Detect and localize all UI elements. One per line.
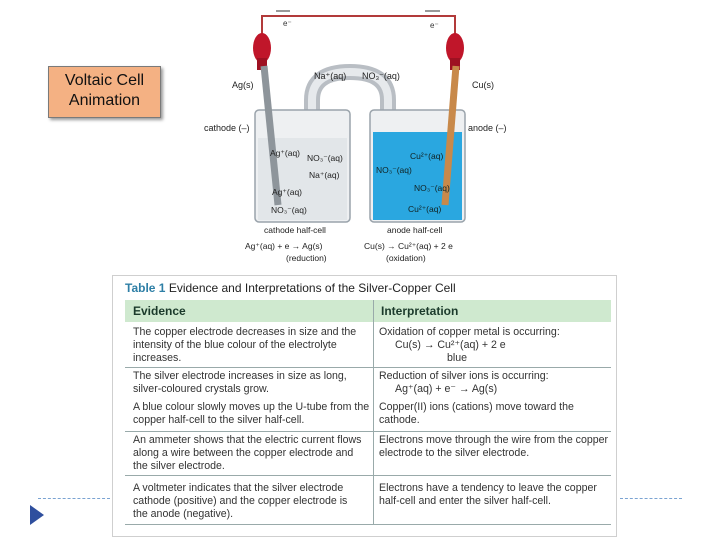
row4-interpretation: Electrons move through the wire from the… [379,434,609,459]
animation-button-line2: Animation [68,92,141,109]
row4-evidence: An ammeter shows that the electric curre… [133,434,362,472]
evidence-table: Table 1 Evidence and Interpretations of … [112,275,617,537]
label-salt-no3: NO₃⁻(aq) [362,71,400,81]
ion-left-4: NO₃⁻(aq) [271,205,307,215]
slide-divider-right [620,498,682,499]
table-row: A blue colour slowly moves up the U-tube… [125,401,611,431]
row-divider [125,524,611,525]
ion-left-2: Na⁺(aq) [309,170,340,180]
row-divider [125,431,611,432]
ion-right-1: NO₃⁻(aq) [376,165,412,175]
row5-interpretation: Electrons have a tendency to leave the c… [379,482,597,507]
cathode-reaction: Ag⁺(aq) + e → Ag(s) [245,241,323,251]
column-divider [373,300,374,525]
label-ag: Ag(s) [232,80,254,90]
ion-left-3: Ag⁺(aq) [272,187,302,197]
right-clip [446,33,464,63]
ion-right-2: NO₃⁻(aq) [414,183,450,193]
equation-copper-oxidation: Cu(s) → Cu²⁺(aq) + 2 e [395,339,506,351]
table-title-text: Evidence and Interpretations of the Silv… [168,281,456,295]
row2-interpretation: Reduction of silver ions is occurring: [379,370,549,382]
ion-left-0: Ag⁺(aq) [270,148,300,158]
label-cathode-half-cell: cathode half-cell [264,225,326,235]
equation-silver-reduction: Ag⁺(aq) + e⁻ → Ag(s) [395,383,498,395]
ion-left-1: NO₃⁻(aq) [307,153,343,163]
slide-bullet-icon [30,505,44,525]
label-salt-na: Na⁺(aq) [314,71,346,81]
table-header: Evidence Interpretation [125,300,611,322]
header-evidence: Evidence [133,304,186,318]
row-divider [125,475,611,476]
left-clip [253,33,271,63]
row1-evidence: The copper electrode decreases in size a… [133,326,357,364]
voltaic-cell-diagram: e⁻ e⁻ Ag(s) Cu(s) Na⁺(aq) NO₃⁻(aq) catho… [204,10,507,263]
header-interpretation: Interpretation [381,304,459,318]
table-row: The silver electrode increases in size a… [125,370,611,400]
table-row: A voltmeter indicates that the silver el… [125,482,611,524]
silver-electrode [260,65,282,206]
table-label: Table 1 [125,281,166,295]
slide-divider-left [38,498,110,499]
table-row: An ammeter shows that the electric curre… [125,434,611,474]
ion-right-0: Cu²⁺(aq) [410,151,443,161]
ion-right-3: Cu²⁺(aq) [408,204,441,214]
row3-evidence: A blue colour slowly moves up the U-tube… [133,401,370,426]
equation-blue-note: blue [447,352,468,364]
row-divider [125,367,611,368]
copper-electrode [441,65,460,206]
wire-electron-left: e⁻ [283,19,292,28]
external-wire [261,15,456,42]
label-anode-half-cell: anode half-cell [387,225,442,235]
label-cu: Cu(s) [472,80,494,90]
row2-evidence: The silver electrode increases in size a… [133,370,347,395]
row3-interpretation: Copper(II) ions (cations) move toward th… [379,401,574,426]
table-title: Table 1 Evidence and Interpretations of … [125,281,456,295]
label-anode: anode (–) [468,123,507,133]
animation-button-line1: Voltaic Cell [64,72,145,89]
row1-interpretation: Oxidation of copper metal is occurring: [379,326,560,338]
label-oxidation: (oxidation) [386,253,426,263]
label-reduction: (reduction) [286,253,327,263]
table-row: The copper electrode decreases in size a… [125,326,611,368]
voltaic-cell-animation-button[interactable]: Voltaic Cell Animation [48,66,161,118]
anode-reaction: Cu(s) → Cu²⁺(aq) + 2 e [364,241,453,251]
wire-electron-right: e⁻ [430,21,439,30]
label-cathode: cathode (–) [204,123,250,133]
row5-evidence: A voltmeter indicates that the silver el… [133,482,348,520]
